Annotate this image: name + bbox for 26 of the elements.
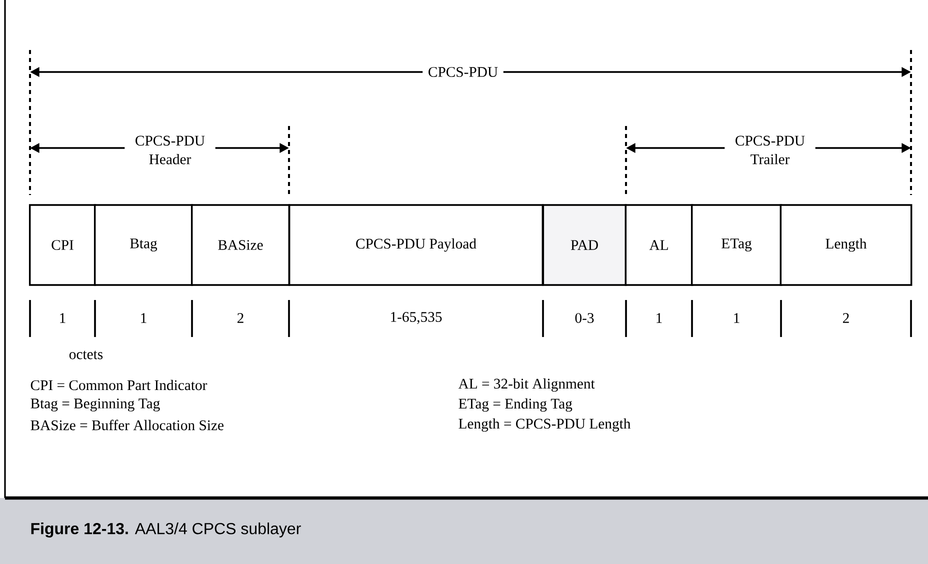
field-box: Length: [780, 204, 912, 286]
abbreviation-note: Length = CPCS-PDU Length: [458, 418, 631, 432]
field-box: AL: [624, 204, 694, 286]
figure-caption: Figure 12-13. AAL3/4 CPCS sublayer: [31, 522, 301, 538]
size-value: 1: [141, 313, 146, 323]
abbreviation-note: ETag = Ending Tag: [458, 398, 572, 412]
size-value: 2: [237, 313, 244, 323]
abbreviation-note: CPI = Common Part Indicator: [30, 380, 208, 390]
unit-label: octets: [69, 350, 103, 360]
size-value: 1: [656, 313, 662, 323]
abbreviation-note: BASize = Buffer Allocation Size: [30, 420, 224, 430]
size-value: 1: [734, 313, 740, 323]
field-box: BASize: [190, 204, 290, 286]
size-value: 1-65,535: [391, 312, 442, 324]
abbreviation-note: Btag = Beginning Tag: [30, 398, 160, 412]
field-box: PAD: [542, 204, 627, 286]
abbreviation-note: AL = 32-bit Alignment: [458, 378, 595, 392]
size-value: 0-3: [575, 313, 594, 323]
field-box: ETag: [690, 204, 782, 286]
span-label: CPCS-PDU Trailer: [724, 132, 816, 168]
span-label: CPCS-PDU: [422, 62, 504, 82]
field-box: Btag: [94, 204, 194, 286]
size-value: 2: [843, 313, 849, 323]
span-label: CPCS-PDU Header: [124, 132, 216, 168]
field-box: CPI: [28, 204, 96, 286]
size-value: 1: [60, 313, 66, 323]
